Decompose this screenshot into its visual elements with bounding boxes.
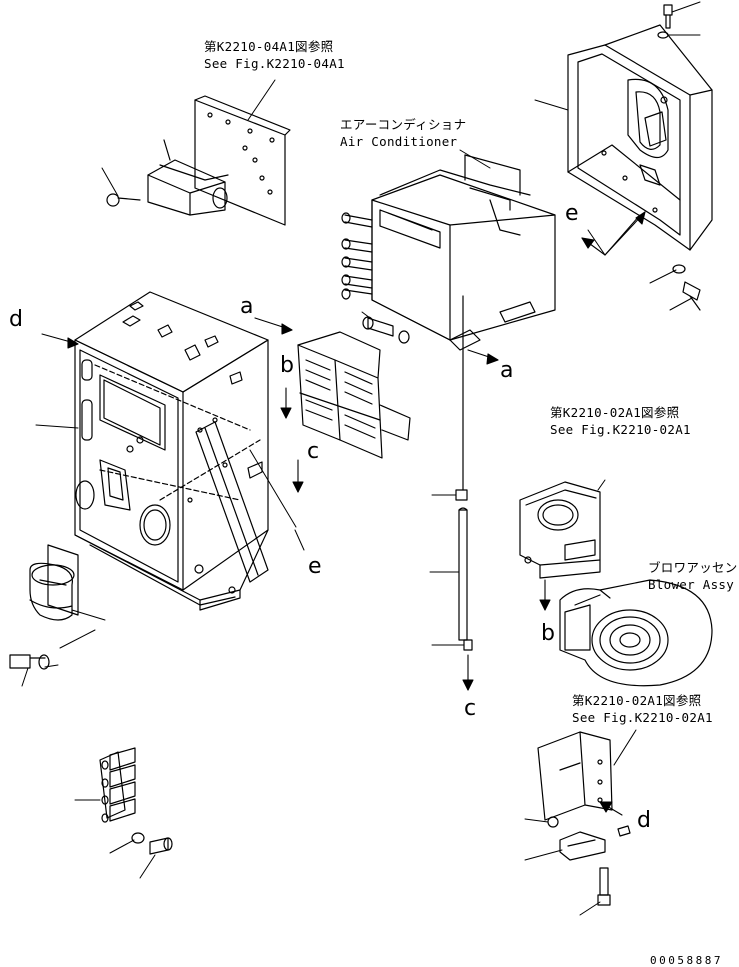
drain-hose	[455, 489, 473, 651]
callout-e-right: e	[565, 201, 579, 226]
ref-label-top-en: See Fig.K2210-04A1	[204, 56, 345, 71]
aircon-label-jp: エアーコンディショナ	[340, 117, 467, 132]
callout-c-bottom: c	[464, 696, 477, 721]
mount-bracket-bottom-right	[537, 731, 631, 906]
callout-a-right: a	[500, 358, 514, 383]
blower-label-jp: ブロワアッセン	[648, 560, 738, 575]
blower-bracket	[519, 481, 601, 579]
callout-e-mid: e	[308, 554, 322, 579]
blower-label-en: Blower Assy	[648, 577, 735, 592]
relay-stack	[99, 747, 173, 855]
small-fan-duct	[9, 544, 79, 670]
air-conditioner-unit	[341, 154, 556, 491]
aircon-label-en: Air Conditioner	[340, 134, 458, 149]
duct-frame-top-right	[567, 4, 713, 311]
blower-assy	[559, 579, 713, 687]
ref-label-mid-jp: 第K2210-02A1図参照	[550, 405, 680, 420]
support-strip	[195, 421, 269, 583]
callout-b-right: b	[541, 621, 555, 646]
document-number: 00058887	[650, 954, 723, 967]
callout-c-left: c	[307, 439, 320, 464]
ref-label-bot-en: See Fig.K2210-02A1	[572, 710, 713, 725]
callout-b-left: b	[280, 353, 294, 378]
ref-label-top-jp: 第K2210-04A1図参照	[204, 39, 334, 54]
callout-d-right: d	[637, 808, 651, 833]
ref-label-bot-jp: 第K2210-02A1図参照	[572, 693, 702, 708]
callout-a-top: a	[240, 294, 254, 319]
ref-label-mid-en: See Fig.K2210-02A1	[550, 422, 691, 437]
arrows	[41, 211, 646, 816]
filter-panel	[297, 331, 411, 459]
duct-housing	[74, 291, 269, 611]
bracket-box-top-left	[106, 95, 291, 226]
callout-d-left: d	[9, 307, 23, 332]
